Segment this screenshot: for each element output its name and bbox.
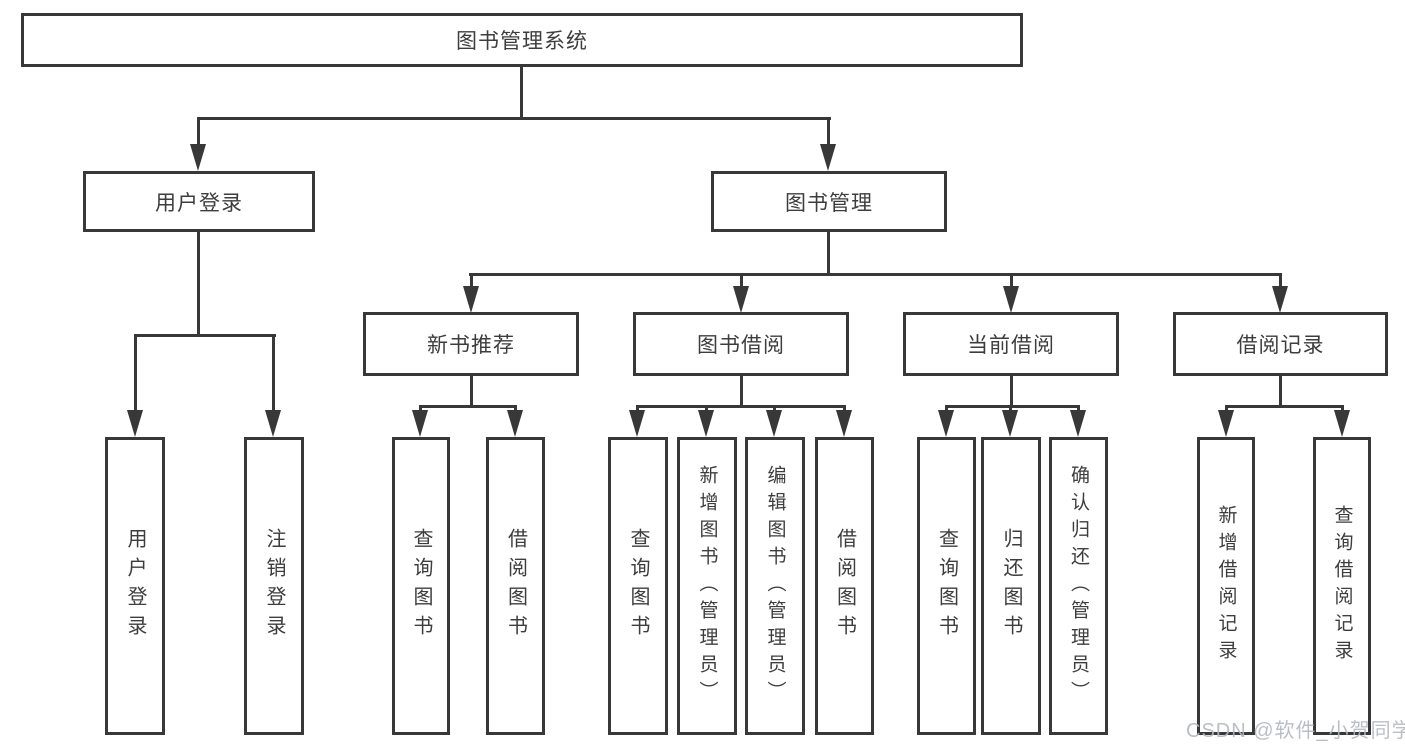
connector-line [1010,376,1013,407]
arrow-down-icon [1003,286,1019,313]
node-root-library-system: 图书管理系统 [21,13,1023,67]
node-current-borrow: 当前借阅 [903,312,1119,376]
connector-line [419,405,422,413]
connector-line [1279,376,1282,407]
leaf-label: 确认归还（管理员） [1068,464,1089,708]
connector-line [520,67,523,119]
node-book-borrow: 图书借阅 [633,312,849,376]
node-borrow-records: 借阅记录 [1173,312,1388,376]
connector-line [945,405,1080,408]
leaf-edit-book-admin: 编辑图书（管理员） [745,437,805,735]
connector-line [1077,405,1080,413]
node-label: 图书管理系统 [456,30,588,53]
node-label: 图书借阅 [697,334,785,357]
leaf-borrow-book-recommend: 借阅图书 [486,437,545,735]
connector-line [740,273,743,289]
connector-line [636,405,639,413]
node-label: 新书推荐 [427,334,515,357]
leaf-label: 归还图书 [1000,528,1022,644]
connector-line [197,232,200,336]
connector-line [134,334,137,412]
connector-line [469,273,1282,276]
connector-line [1225,405,1228,413]
connector-line [514,405,517,413]
leaf-label: 新增借阅记录 [1215,505,1237,667]
leaf-return-book: 归还图书 [981,437,1041,735]
connector-line [1225,405,1343,408]
leaf-label: 编辑图书（管理员） [764,464,786,708]
leaf-label: 查询图书 [410,528,432,644]
leaf-query-book-recommend: 查询图书 [392,437,450,735]
leaf-query-borrow-record: 查询借阅记录 [1313,437,1371,735]
node-label: 用户登录 [155,191,243,215]
arrow-down-icon [938,410,954,437]
connector-line [1341,405,1344,413]
connector-line [1010,273,1013,289]
leaf-label: 借阅图书 [833,528,856,644]
arrow-down-icon [463,286,479,313]
arrow-down-icon [1272,286,1288,313]
node-label: 借阅记录 [1236,334,1325,357]
arrow-down-icon [820,144,836,171]
leaf-label: 用户登录 [124,528,146,644]
watermark: CSDN @软件_小贺同学 [1186,720,1405,742]
connector-line [272,334,275,412]
connector-line [1279,273,1282,289]
connector-line [197,117,831,120]
connector-line [827,232,830,275]
arrow-down-icon [836,410,852,437]
leaf-query-book-current: 查询图书 [917,437,976,735]
node-label: 当前借阅 [967,334,1055,357]
leaf-label: 注销登录 [263,528,285,644]
node-label: 图书管理 [785,191,873,215]
connector-line [827,117,830,146]
node-book-management: 图书管理 [711,171,947,232]
arrow-down-icon [412,410,428,437]
arrow-down-icon [127,410,143,437]
connector-line [705,405,708,413]
connector-line [773,405,776,413]
arrow-down-icon [629,410,645,437]
arrow-down-icon [265,410,281,437]
arrow-down-icon [766,410,782,437]
leaf-label: 查询图书 [627,528,649,644]
arrow-down-icon [1334,410,1350,437]
connector-line [636,405,846,408]
leaf-user-login: 用户登录 [105,437,165,735]
leaf-label: 查询借阅记录 [1331,505,1353,667]
leaf-add-book-admin: 新增图书（管理员） [677,437,737,735]
connector-line [419,405,517,408]
arrow-down-icon [1002,410,1018,437]
arrow-down-icon [698,410,714,437]
leaf-label: 借阅图书 [504,528,527,644]
node-user-login: 用户登录 [83,171,315,232]
leaf-add-borrow-record: 新增借阅记录 [1197,437,1255,735]
connector-line [740,376,743,407]
arrow-down-icon [507,410,523,437]
connector-line [470,273,473,289]
connector-line [197,117,200,146]
node-new-book-recommend: 新书推荐 [363,312,579,376]
leaf-confirm-return-admin: 确认归还（管理员） [1049,437,1108,735]
arrow-down-icon [190,144,206,171]
arrow-down-icon [1218,410,1234,437]
connector-line [470,376,473,407]
arrow-down-icon [733,286,749,313]
leaf-label: 新增图书（管理员） [696,464,718,708]
connector-line [945,405,948,413]
connector-line [843,405,846,413]
connector-line [134,334,276,337]
leaf-label: 查询图书 [935,528,958,644]
leaf-borrow-book: 借阅图书 [815,437,874,735]
leaf-query-book-borrow: 查询图书 [608,437,668,735]
connector-line [1009,405,1012,413]
leaf-logout: 注销登录 [244,437,304,735]
arrow-down-icon [1070,410,1086,437]
